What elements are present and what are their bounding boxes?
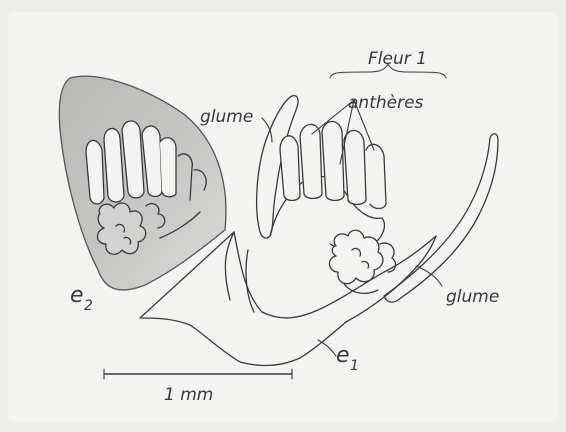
floret-1 bbox=[270, 122, 395, 294]
label-e2: e bbox=[70, 283, 84, 308]
label-glume-lower: glume bbox=[446, 287, 499, 307]
label-flower: Fleur 1 bbox=[368, 49, 427, 69]
label-anthers: anthères bbox=[348, 93, 424, 113]
label-e2-sub: 2 bbox=[84, 298, 93, 314]
label-e1: e bbox=[336, 343, 350, 368]
label-glume-upper: glume bbox=[200, 107, 253, 127]
upper-glume bbox=[246, 96, 298, 312]
label-e1-sub: 1 bbox=[350, 358, 359, 374]
lower-glume bbox=[384, 134, 498, 302]
label-scale: 1 mm bbox=[164, 385, 213, 405]
